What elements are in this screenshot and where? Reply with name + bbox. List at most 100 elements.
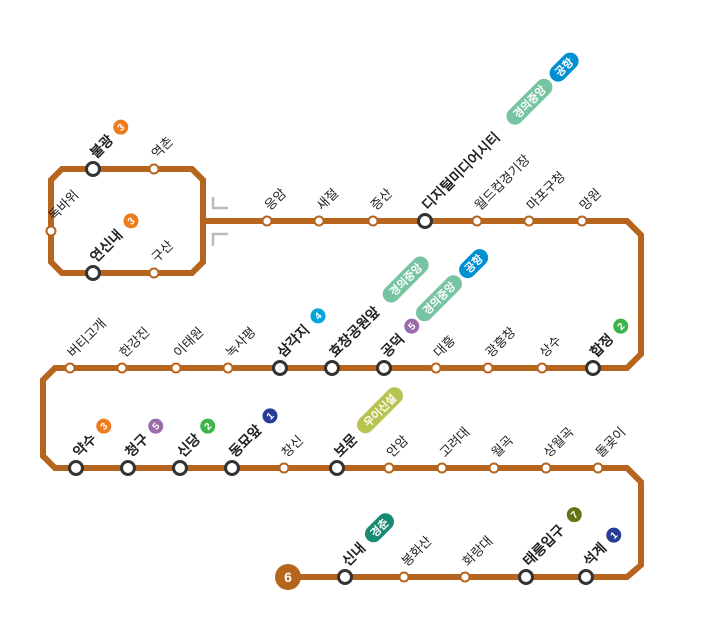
transfer-station-marker (68, 460, 84, 476)
line-5-badge: 5 (404, 318, 420, 334)
station-marker (64, 362, 76, 374)
line-1-badge: 1 (606, 527, 622, 543)
transfer-line-pill: 우이신설 (356, 387, 403, 434)
station-marker (278, 462, 290, 474)
pill-label: 경의중앙 (510, 82, 549, 121)
station-name: 대흥 (431, 333, 459, 361)
station-name: 광흥창 (483, 324, 519, 360)
station-name: 버티고개 (65, 316, 109, 360)
line-badge-circle (148, 418, 164, 434)
station-마포구청: 마포구청 (523, 169, 568, 227)
line-badge-circle (404, 318, 420, 334)
line-7-badge: 7 (566, 507, 582, 523)
station-label-group: 월곡 (489, 433, 517, 461)
station-label-group: 안암 (384, 433, 412, 461)
station-marker (116, 362, 128, 374)
station-name: 망원 (577, 186, 605, 214)
transfer-station-marker (120, 460, 136, 476)
station-marker (459, 571, 471, 583)
station-marker (540, 462, 552, 474)
station-name: 신내 (339, 540, 369, 570)
station-name: 신당 (174, 431, 204, 461)
station-label-group: 약수3 (70, 418, 112, 460)
station-name: 동묘앞 (226, 421, 265, 460)
line-badge-circle (613, 318, 629, 334)
station-name: 청구 (122, 431, 152, 461)
station-marker (148, 267, 160, 279)
station-name: 연신내 (87, 226, 126, 265)
station-name: 창신 (279, 433, 307, 461)
station-marker (45, 225, 57, 237)
station-label-group: 망원 (577, 186, 605, 214)
arrow-down-icon (211, 232, 228, 246)
line-2-badge: 2 (613, 318, 629, 334)
transfer-station-marker (417, 213, 433, 229)
station-name: 삼각지 (274, 321, 313, 360)
station-marker (523, 215, 535, 227)
station-label-group: 상월곡 (541, 424, 577, 460)
station-label-group: 고려대 (437, 424, 473, 460)
station-marker (222, 362, 234, 374)
station-버티고개: 버티고개 (64, 316, 109, 374)
transfer-station-marker (585, 360, 601, 376)
station-marker (367, 215, 379, 227)
station-label-group: 구산 (149, 238, 177, 266)
station-name: 봉화산 (399, 533, 435, 569)
transfer-station-marker (224, 460, 240, 476)
pill-label: 우이신설 (361, 391, 400, 430)
station-label-group: 이태원 (171, 324, 207, 360)
line-2-badge: 2 (200, 418, 216, 434)
station-label-group: 돌곶이 (593, 424, 629, 460)
transfer-station-marker (329, 460, 345, 476)
pill-background (459, 249, 489, 279)
station-name: 태릉입구 (520, 521, 568, 569)
transfer-station-marker (172, 460, 188, 476)
line-badge-circle (123, 213, 139, 229)
station-name: 화랑대 (460, 533, 496, 569)
station-name: 한강진 (117, 324, 153, 360)
station-name: 상월곡 (541, 424, 577, 460)
station-marker (482, 362, 494, 374)
pill-background (356, 387, 403, 434)
station-name: 고려대 (437, 424, 473, 460)
line-3-badge: 3 (113, 119, 129, 135)
station-label-group: 광흥창 (483, 324, 519, 360)
pill-background (382, 256, 429, 303)
transfer-station-marker (518, 569, 534, 585)
station-name: 마포구청 (524, 169, 568, 213)
line-4-badge: 4 (310, 308, 326, 324)
station-marker (536, 362, 548, 374)
line-3-badge: 3 (96, 418, 112, 434)
station-name: 석계 (580, 540, 610, 570)
station-label-group: 한강진 (117, 324, 153, 360)
station-label-group: 새절 (314, 186, 342, 214)
main-line-track (40, 218, 644, 580)
line-1-badge: 1 (262, 408, 278, 424)
station-name: 월곡 (489, 433, 517, 461)
station-label-group: 화랑대 (460, 533, 496, 569)
station-marker (592, 462, 604, 474)
line-6-badge-circle (275, 564, 301, 590)
station-marker (313, 215, 325, 227)
eungam-loop-track (48, 166, 206, 276)
pill-label: 경의중앙 (386, 260, 425, 299)
transfer-line-pill: 경의중앙 (415, 275, 462, 322)
pill-background (549, 52, 579, 82)
pill-background (364, 513, 394, 543)
station-label-group: 마포구청 (524, 169, 568, 213)
transfer-line-pill: 공항 (459, 249, 489, 279)
transfer-station-marker (376, 360, 392, 376)
station-label-group: 녹사평 (223, 324, 259, 360)
station-name: 공덕 (378, 331, 408, 361)
station-marker (430, 362, 442, 374)
station-name: 녹사평 (223, 324, 259, 360)
